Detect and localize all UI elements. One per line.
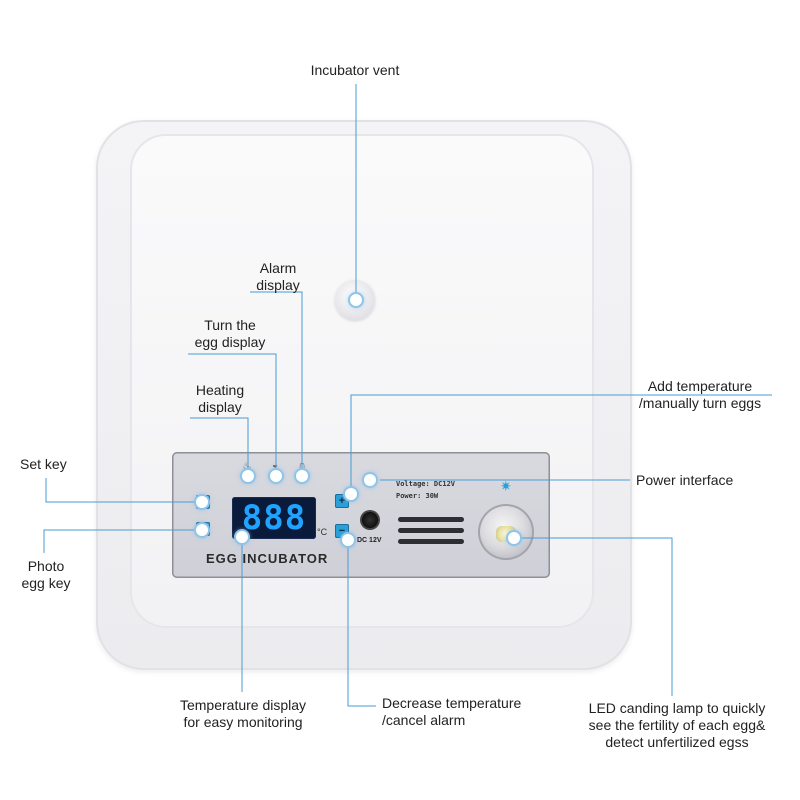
label-text: Decrease temperature — [382, 695, 522, 711]
brand-label: EGG INCUBATOR — [206, 551, 329, 566]
label-text: display — [256, 277, 300, 293]
label-text: Turn the — [204, 317, 256, 333]
temp-display-dot — [236, 531, 248, 543]
label-led-candling-lamp: LED canding lamp to quickly see the fert… — [566, 700, 788, 751]
label-text: Add temperature — [647, 378, 753, 394]
label-text: for easy monitoring — [183, 714, 303, 730]
label-power-interface: Power interface — [636, 472, 733, 489]
candling-lamp[interactable] — [478, 504, 534, 560]
photo-key-dot — [196, 524, 208, 536]
add-temp-dot — [345, 488, 357, 500]
label-photo-egg-key: Photo egg key — [6, 558, 86, 592]
led-lamp-dot — [508, 532, 520, 544]
grille-slot — [398, 539, 464, 544]
label-alarm-display: Alarm display — [228, 260, 328, 294]
power-interface-jack[interactable] — [360, 510, 380, 530]
power-dot — [364, 474, 376, 486]
grille-slot — [398, 528, 464, 533]
label-heating-display: Heating display — [170, 382, 270, 416]
label-add-temperature: Add temperature /manually turn eggs — [620, 378, 780, 412]
dc-label: DC 12V — [357, 537, 382, 544]
label-text: /cancel alarm — [382, 712, 466, 728]
label-text: Photo — [27, 558, 65, 574]
turn-egg-dot — [270, 470, 282, 482]
label-text: display — [198, 399, 242, 415]
label-turn-egg-display: Turn the egg display — [170, 317, 290, 351]
label-text: egg key — [21, 575, 71, 591]
decrease-dot — [342, 534, 354, 546]
heating-dot — [242, 470, 254, 482]
label-text: Alarm — [259, 260, 297, 276]
label-text: Power interface — [636, 472, 734, 488]
label-incubator-vent: Incubator vent — [290, 62, 420, 79]
unit-label: °C — [317, 527, 328, 537]
alarm-dot — [296, 470, 308, 482]
label-text: egg display — [194, 334, 266, 350]
power-spec: Power: 30W — [396, 492, 439, 500]
label-text: Set key — [20, 456, 67, 472]
sun-icon: ✷ — [500, 478, 512, 494]
label-text: /manually turn eggs — [638, 395, 762, 411]
label-temperature-display: Temperature display for easy monitoring — [160, 697, 326, 731]
label-text: Temperature display — [179, 697, 307, 713]
label-text: Heating — [195, 382, 245, 398]
grille-slot — [398, 517, 464, 522]
label-text: detect unfertilized egss — [605, 734, 749, 750]
label-text: Incubator vent — [310, 62, 400, 78]
voltage-spec: Voltage: DC12V — [396, 480, 456, 488]
label-decrease-temperature: Decrease temperature /cancel alarm — [382, 695, 521, 729]
vent-dot — [350, 294, 362, 306]
label-text: see the fertility of each egg& — [588, 717, 766, 733]
set-key-dot — [196, 496, 208, 508]
label-text: LED canding lamp to quickly — [588, 700, 766, 716]
label-set-key: Set key — [20, 456, 67, 473]
